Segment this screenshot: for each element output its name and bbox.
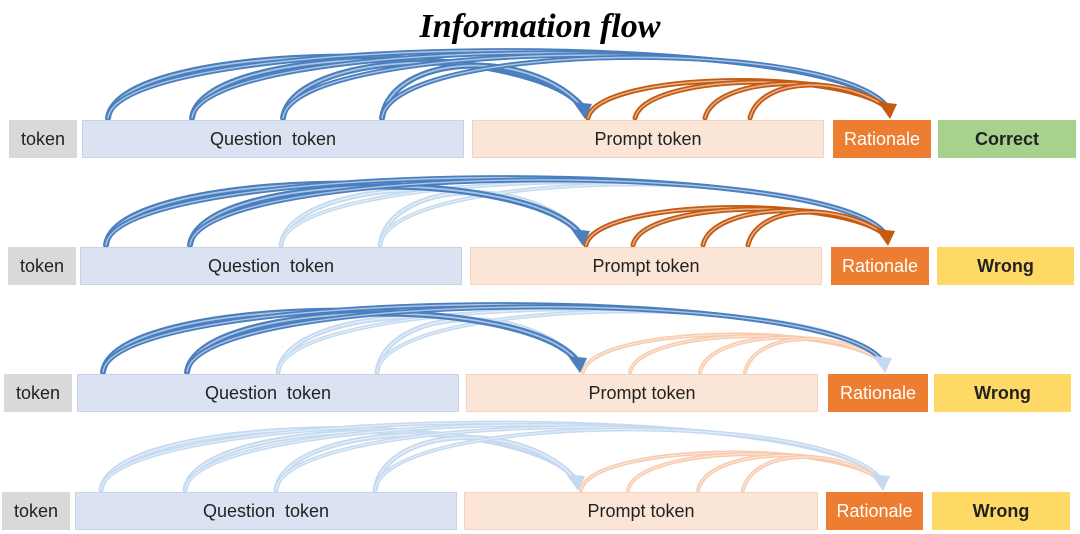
arrowhead-prompt-icon [566, 474, 585, 491]
question-to-prompt-arc [379, 62, 586, 121]
question-token-box: Question token [75, 492, 457, 530]
arrowhead-rationale-icon [876, 229, 895, 246]
rationale-box: Rationale [833, 120, 931, 158]
arrowhead-prompt-icon [573, 102, 592, 119]
rationale-box: Rationale [828, 374, 928, 412]
prompt-token-box: Prompt token [466, 374, 818, 412]
arrowhead-rationale-icon [871, 474, 890, 491]
prompt-to-rationale-arc [581, 332, 885, 374]
arrowhead-prompt-icon [571, 229, 590, 246]
question-to-rationale-arc [187, 177, 889, 248]
question-to-prompt-arc [372, 435, 579, 493]
arrowhead-rationale-icon [878, 102, 897, 119]
question-to-prompt-arc [374, 317, 581, 375]
question-to-rationale-arc [379, 54, 891, 121]
question-token-box: Question token [80, 247, 462, 285]
token-box: token [2, 492, 70, 530]
arrowhead-prompt-icon [568, 356, 587, 373]
token-box: token [9, 120, 77, 158]
result-wrong-box: Wrong [934, 374, 1071, 412]
question-to-prompt-arc [377, 190, 584, 248]
arrowhead-rationale-icon [873, 356, 892, 373]
prompt-token-box: Prompt token [464, 492, 818, 530]
question-to-rationale-arc [184, 304, 886, 375]
rationale-box: Rationale [826, 492, 923, 530]
prompt-to-rationale-arc [741, 455, 883, 492]
diagram-title: Information flow [419, 8, 661, 45]
prompt-token-box: Prompt token [472, 120, 824, 158]
prompt-to-rationale-arc [747, 82, 891, 121]
prompt-to-rationale-arc [579, 450, 883, 492]
prompt-to-rationale-arc [745, 209, 889, 248]
result-correct-box: Correct [938, 120, 1076, 158]
prompt-to-rationale-arc [743, 337, 885, 374]
question-token-box: Question token [77, 374, 459, 412]
token-box: token [4, 374, 72, 412]
result-wrong-box: Wrong [932, 492, 1070, 530]
question-to-rationale-arc [373, 427, 883, 492]
prompt-token-box: Prompt token [470, 247, 822, 285]
result-wrong-box: Wrong [937, 247, 1074, 285]
question-token-box: Question token [82, 120, 464, 158]
token-box: token [8, 247, 76, 285]
rationale-box: Rationale [831, 247, 929, 285]
